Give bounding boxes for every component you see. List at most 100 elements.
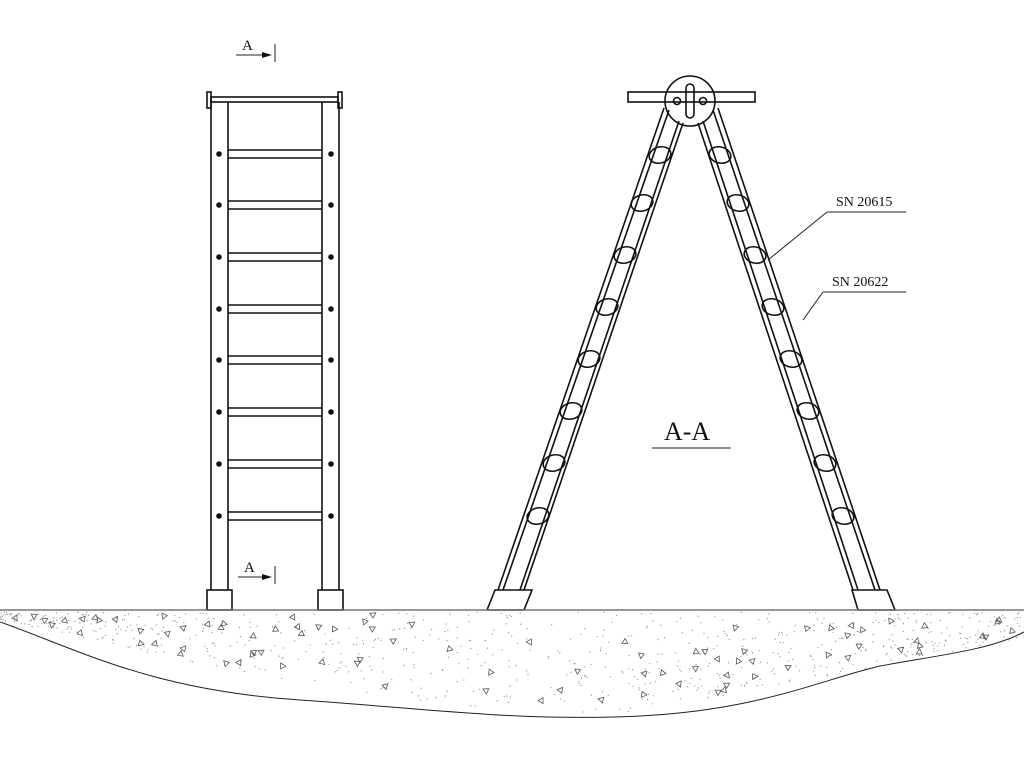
soil-speck (211, 632, 213, 634)
soil-stone (748, 657, 756, 666)
soil-speck (926, 613, 928, 616)
a-frame-foot-left (485, 589, 534, 611)
soil-speck (136, 624, 138, 626)
soil-speck (619, 708, 621, 710)
soil-stone (847, 621, 854, 629)
soil-speck (411, 691, 413, 694)
soil-speck (135, 645, 137, 647)
soil-speck (637, 678, 639, 681)
soil-speck (438, 638, 440, 640)
soil-speck (74, 620, 76, 623)
soil-stone (691, 665, 700, 673)
soil-speck (426, 698, 428, 700)
soil-speck (601, 691, 603, 693)
soil-speck (960, 632, 962, 635)
soil-speck (872, 634, 874, 636)
soil-speck (480, 665, 482, 667)
soil-speck (672, 690, 674, 693)
soil-speck (67, 613, 69, 615)
soil-speck (862, 646, 864, 649)
soil-speck (419, 699, 421, 701)
soil-speck (67, 626, 70, 628)
soil-speck (566, 674, 568, 676)
soil-speck (503, 696, 505, 698)
soil-speck (28, 623, 30, 626)
soil-stone (637, 652, 646, 660)
soil-speck (45, 614, 47, 617)
soil-speck (467, 658, 469, 660)
soil-speck (931, 641, 933, 643)
soil-speck (795, 665, 797, 667)
soil-speck (405, 648, 408, 650)
rung (796, 401, 820, 421)
soil-stone (137, 627, 145, 635)
soil-speck (1003, 617, 1005, 619)
soil-speck (156, 614, 158, 617)
soil-speck (47, 622, 50, 624)
soil-speck (520, 623, 522, 625)
soil-speck (743, 639, 745, 641)
soil-stone (446, 645, 454, 652)
soil-speck (293, 640, 295, 642)
soil-speck (162, 626, 164, 629)
callout-sn-20615: SN 20615 (767, 195, 906, 261)
soil-speck (413, 667, 415, 669)
soil-speck (777, 634, 780, 636)
soil-speck (491, 633, 494, 635)
soil-speck (215, 665, 217, 667)
soil-speck (53, 627, 55, 629)
soil-speck (340, 661, 343, 663)
soil-speck (599, 650, 602, 652)
hinge-bar (627, 91, 756, 103)
soil-stone (888, 617, 895, 625)
soil-speck (938, 642, 940, 644)
soil-speck (469, 640, 471, 642)
soil-stone (368, 626, 377, 633)
soil-speck (930, 631, 932, 633)
soil-speck (96, 638, 99, 640)
section-mark-top: A (236, 38, 276, 62)
soil-speck (236, 641, 238, 644)
rung (743, 245, 767, 265)
soil-speck (211, 624, 213, 626)
soil-stone (714, 689, 722, 697)
soil-speck (728, 638, 730, 640)
soil-speck (793, 631, 795, 633)
soil-speck (988, 625, 990, 627)
soil-speck (860, 650, 862, 652)
soil-speck (508, 660, 510, 662)
soil-speck (904, 612, 906, 614)
soil-speck (125, 630, 127, 632)
soil-speck (121, 619, 123, 621)
soil-speck (696, 689, 698, 691)
soil-speck (661, 653, 663, 655)
soil-speck (616, 614, 618, 617)
soil-speck (239, 667, 241, 669)
soil-speck (689, 682, 691, 684)
soil-speck (792, 658, 794, 660)
soil-speck (506, 616, 508, 619)
soil-speck (441, 669, 444, 672)
soil-speck (282, 657, 284, 659)
soil-speck (17, 614, 19, 616)
soil-speck (779, 655, 781, 658)
soil-speck (577, 611, 579, 613)
soil-speck (782, 642, 784, 644)
rung (526, 506, 550, 526)
soil-stone (640, 690, 648, 698)
callout-label-2: SN 20622 (832, 275, 888, 290)
soil-speck (467, 667, 469, 669)
soil-speck (607, 694, 609, 697)
rung (216, 252, 334, 262)
soil-speck (740, 684, 743, 687)
soil-speck (649, 682, 652, 684)
rung (613, 245, 637, 265)
soil-speck (829, 623, 831, 625)
soil-speck (826, 674, 828, 676)
soil-speck (854, 653, 857, 655)
soil-stone (859, 625, 867, 634)
soil-speck (906, 638, 908, 640)
soil-speck (456, 651, 458, 654)
soil-speck (550, 687, 552, 689)
